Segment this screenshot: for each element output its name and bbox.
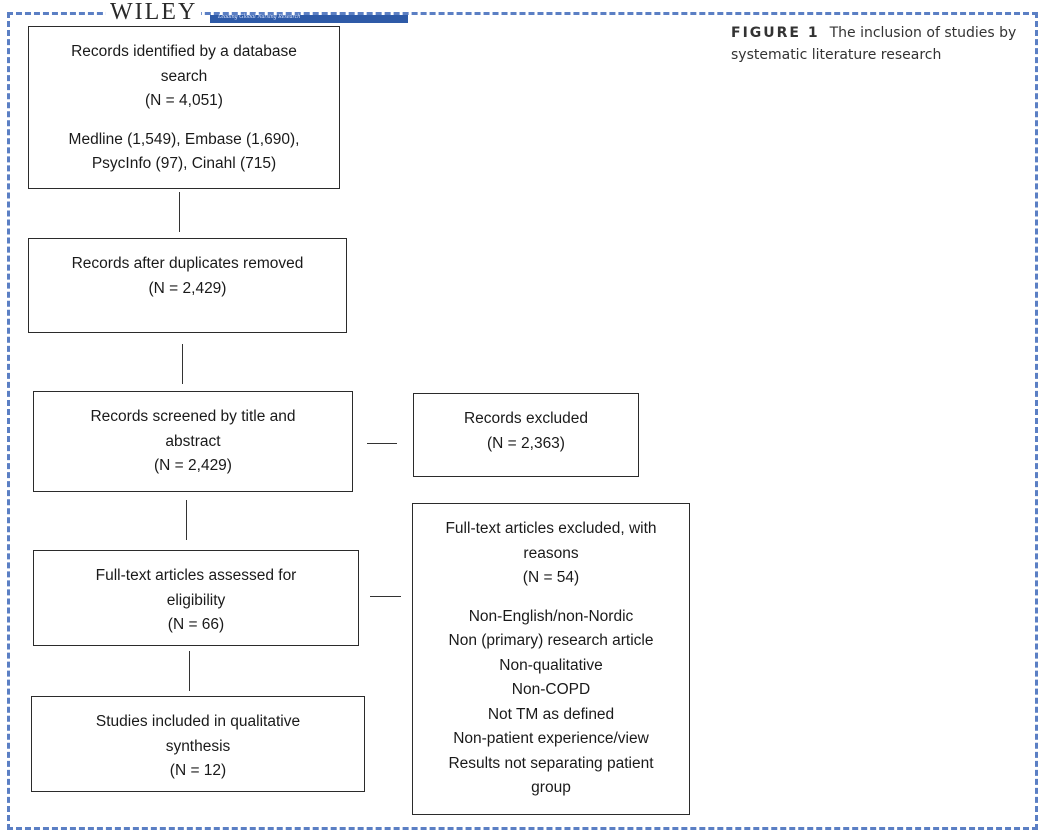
box-line: abstract [165,432,221,450]
box-line: Full-text articles assessed for [95,567,297,584]
exclusion-reason: Results not separating patient [448,754,654,772]
box-line: Records excluded [463,410,589,427]
box-count: (N = 2,429) [154,457,232,474]
box-line: Records identified by a database [71,43,297,60]
box-line: synthesis [165,737,231,755]
box-records-excluded: Records excluded (N = 2,363) [413,393,639,477]
exclusion-reason: group [531,779,571,796]
exclusion-reason: Not TM as defined [487,705,615,723]
connector-line [186,500,187,540]
box-count: (N = 2,429) [148,279,227,297]
box-line: PsycInfo (97), Cinahl (715) [91,155,277,172]
box-fulltext-excluded: Full-text articles excluded, with reason… [412,503,690,815]
connector-line [189,651,190,691]
journal-banner: Leading Global Nursing Research [210,14,408,23]
box-count: (N = 66) [167,616,225,633]
exclusion-reason: Non-English/non-Nordic [468,607,634,625]
box-line: reasons [523,544,579,562]
connector-line [370,596,401,597]
box-line: Medline (1,549), Embase (1,690), [68,130,300,148]
figure-frame: WILEY Leading Global Nursing Research [7,0,1038,830]
exclusion-reason: Non-patient experience/view [453,730,649,747]
box-records-screened: Records screened by title and abstract (… [33,391,353,492]
figure-caption-text: The inclusion of studies by systematic l… [731,25,1017,63]
exclusion-reason: Non-COPD [511,681,591,698]
box-count: (N = 4,051) [145,92,223,109]
exclusion-reason: Non-qualitative [499,656,603,674]
box-line: Studies included in qualitative [95,713,301,730]
box-line: search [160,67,208,85]
figure-label: FIGURE 1 [731,25,820,41]
box-line: Records screened by title and [90,408,296,425]
publisher-logo: WILEY [106,0,202,24]
box-count: (N = 2,363) [487,434,565,452]
exclusion-reason: Non (primary) research article [448,632,654,649]
box-line: eligibility [166,591,226,609]
box-fulltext-assessed: Full-text articles assessed for eligibil… [33,550,359,646]
connector-line [367,443,397,444]
connector-line [182,344,183,384]
box-line: Records after duplicates removed [71,255,304,272]
box-records-identified: Records identified by a database search … [28,26,340,189]
box-studies-included: Studies included in qualitative synthesi… [31,696,365,792]
connector-line [179,192,180,232]
box-records-deduplicated: Records after duplicates removed (N = 2,… [28,238,347,333]
box-count: (N = 12) [169,762,227,779]
box-line: Full-text articles excluded, with [445,520,657,537]
journal-banner-text: Leading Global Nursing Research [218,14,301,20]
box-count: (N = 54) [522,569,580,586]
